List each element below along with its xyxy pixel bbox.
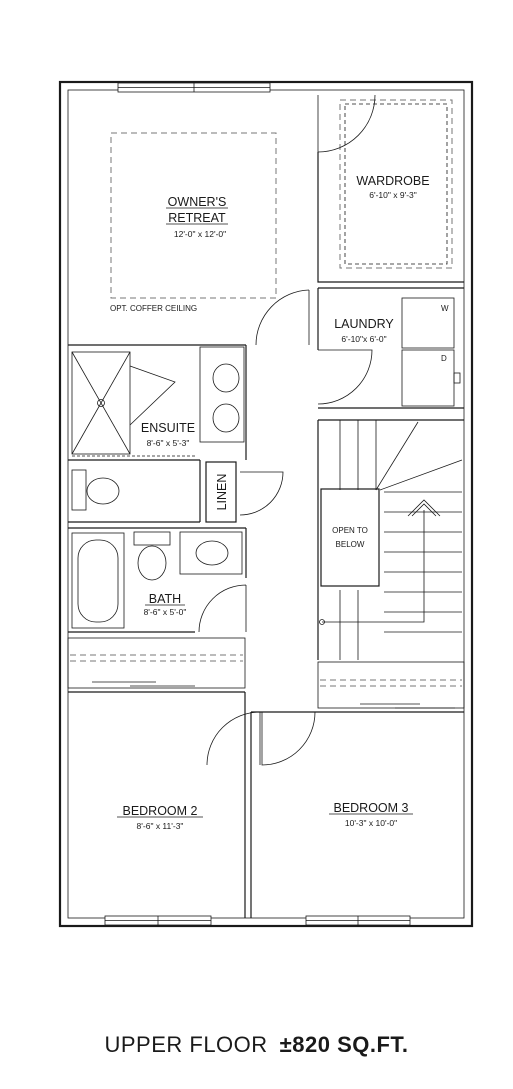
wardrobe-dims: 6'-10" x 9'-3" — [369, 190, 417, 200]
wardrobe-shelving — [339, 99, 453, 269]
owners-retreat: OWNER'S RETREAT 12'-0" x 12'-0" OPT. COF… — [110, 132, 277, 313]
bath-vanity — [179, 531, 243, 575]
bedroom-3-door-swing — [261, 711, 316, 766]
dryer-label: D — [441, 354, 447, 363]
bath-toilet-tank — [133, 531, 171, 546]
bath-sink — [195, 540, 229, 566]
bedroom-2-label: BEDROOM 2 — [122, 804, 197, 818]
linen-label: LINEN — [215, 474, 229, 511]
linen: LINEN — [205, 461, 284, 523]
bath-label: BATH — [149, 592, 181, 606]
bedroom-3: BEDROOM 3 10'-3" x 10'-0" — [251, 661, 465, 828]
floor-label: UPPER FLOOR — [104, 1032, 268, 1057]
stair-arrow-line — [322, 510, 425, 623]
sink-1 — [212, 363, 240, 393]
floor-plan: OWNER'S RETREAT 12'-0" x 12'-0" OPT. COF… — [58, 80, 474, 928]
bedroom-2-door-swing — [206, 711, 261, 766]
stair-arrow-head — [407, 499, 441, 517]
washer — [401, 297, 455, 349]
window-top-owners — [117, 82, 271, 93]
laundry-label: LAUNDRY — [334, 317, 394, 331]
window-bottom-bedroom2 — [104, 915, 212, 926]
floor-area: ±820 SQ.FT. — [279, 1032, 409, 1057]
coffer-ceiling-note: OPT. COFFER CEILING — [110, 304, 197, 313]
ensuite: ENSUITE 8'-6" x 5'-3" — [68, 344, 247, 523]
bathtub — [71, 532, 125, 629]
bedroom-2: BEDROOM 2 8'-6" x 11'-3" — [67, 637, 261, 918]
shower-door — [129, 365, 176, 426]
bedroom-3-dims: 10'-3" x 10'-0" — [345, 818, 397, 828]
bedroom-2-closet — [67, 637, 246, 689]
coffer-ceiling-outline — [110, 132, 277, 299]
owners-retreat-dims: 12'-0" x 12'-0" — [174, 229, 226, 239]
bedroom-3-label: BEDROOM 3 — [333, 801, 408, 815]
laundry: W D LAUNDRY 6'-10"x 6'-0" — [317, 287, 464, 409]
bedroom-3-closet — [317, 661, 465, 709]
laundry-dims: 6'-10"x 6'-0" — [341, 334, 386, 344]
double-vanity — [199, 346, 245, 443]
bath: BATH 8'-6" x 5'-0" — [68, 527, 247, 633]
floor-caption: UPPER FLOOR ±820 SQ.FT. — [0, 1032, 513, 1066]
open-to-below — [320, 488, 380, 587]
ensuite-dims: 8'-6" x 5'-3" — [147, 438, 190, 448]
bath-door-swing — [198, 584, 247, 633]
owners-retreat-label-2: RETREAT — [168, 211, 226, 225]
open-to-below-label-2: BELOW — [336, 540, 365, 549]
sink-2 — [212, 403, 240, 433]
ensuite-toilet — [86, 477, 120, 505]
wardrobe: WARDROBE 6'-10" x 9'-3" — [317, 94, 464, 283]
open-to-below-label-1: OPEN TO — [332, 526, 368, 535]
ensuite-label: ENSUITE — [141, 421, 195, 435]
wardrobe-label: WARDROBE — [356, 174, 429, 188]
owners-retreat-label-1: OWNER'S — [168, 195, 227, 209]
stairs: OPEN TO BELOW — [317, 419, 464, 660]
bedroom-2-dims: 8'-6" x 11'-3" — [137, 821, 184, 831]
ensuite-toilet-tank — [71, 469, 87, 511]
linen-door-swing — [239, 471, 284, 516]
owners-retreat-door — [255, 289, 310, 346]
exterior-wall — [58, 80, 474, 928]
wardrobe-door-swing — [317, 94, 376, 153]
laundry-door-swing — [317, 349, 373, 405]
bath-dims: 8'-6" x 5'-0" — [144, 607, 187, 617]
washer-label: W — [441, 304, 449, 313]
window-bottom-bedroom3 — [305, 915, 411, 926]
shower — [71, 351, 131, 455]
bath-toilet — [137, 545, 167, 581]
